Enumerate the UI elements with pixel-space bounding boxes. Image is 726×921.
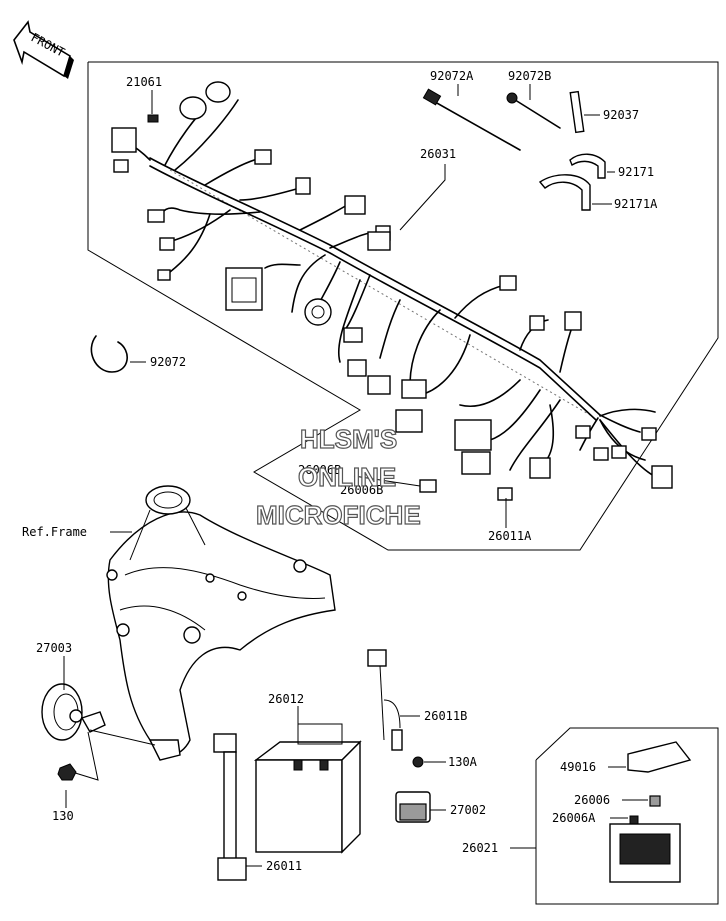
connector xyxy=(641,427,657,441)
connector xyxy=(295,177,311,195)
callout-92072A: 92072A xyxy=(430,69,474,83)
fuse-26006A xyxy=(629,815,639,825)
connector-26011A xyxy=(497,487,513,501)
fuse-26006 xyxy=(649,795,661,807)
connector xyxy=(159,237,175,251)
connector xyxy=(651,465,673,489)
callout-92072: 92072 xyxy=(150,355,186,369)
watermark-line-3: MICROFICHE xyxy=(256,500,421,530)
connector xyxy=(395,409,423,433)
connector-26006B xyxy=(419,479,437,493)
callout-26012: 26012 xyxy=(268,692,304,706)
main-harness-trunk xyxy=(149,157,601,421)
callout-26011: 26011 xyxy=(266,859,302,873)
frame-ref xyxy=(106,485,336,761)
battery-26012 xyxy=(253,723,362,854)
callout-92171A: 92171A xyxy=(614,197,658,211)
leader-lines xyxy=(63,84,648,867)
connector xyxy=(347,359,367,377)
relay-27002 xyxy=(395,791,431,823)
callout-130A: 130A xyxy=(448,755,478,769)
callout-92037: 92037 xyxy=(603,108,639,122)
callout-26011B: 26011B xyxy=(424,709,467,723)
band-92072A xyxy=(427,97,521,151)
connector xyxy=(254,149,272,165)
cable-26011B xyxy=(367,649,403,751)
connector xyxy=(564,311,582,331)
front-arrow-icon: FRONT xyxy=(13,20,74,79)
clamp-92171A xyxy=(538,174,591,211)
bulb-socket xyxy=(179,96,207,120)
callout-labels: 21061 92072A 92072B 92037 26031 92171 92… xyxy=(22,69,658,873)
connector xyxy=(529,315,545,331)
connector xyxy=(529,457,551,479)
harness-panel-outline xyxy=(87,61,719,551)
callout-49016: 49016 xyxy=(560,760,596,774)
connector-block xyxy=(111,127,137,153)
connector xyxy=(113,159,129,173)
watermark-line-2: ONLINE xyxy=(298,462,396,492)
callout-27002: 27002 xyxy=(450,803,486,817)
clamp-parts xyxy=(90,88,606,373)
bolt-130A xyxy=(412,756,424,768)
clamp-92171 xyxy=(569,153,606,179)
callout-26006: 26006 xyxy=(574,793,610,807)
callout-26006B-b: 26006B xyxy=(340,483,383,497)
relay-box xyxy=(225,267,263,311)
callout-21061: 21061 xyxy=(126,75,162,89)
clamp-92037 xyxy=(569,90,585,134)
harness-connectors xyxy=(111,81,673,501)
connector xyxy=(593,447,609,461)
connector-block xyxy=(454,419,492,451)
connector xyxy=(343,327,363,343)
callout-26006A: 26006A xyxy=(552,811,596,825)
connector xyxy=(575,425,591,439)
callout-27003: 27003 xyxy=(36,641,72,655)
watermark: HLSM'S ONLINE MICROFICHE xyxy=(255,423,421,530)
callout-26006B-a: 26006B xyxy=(298,463,341,477)
connector xyxy=(147,209,165,223)
watermark-line-1: HLSM'S xyxy=(300,424,397,454)
callout-130: 130 xyxy=(52,809,74,823)
bulb-socket xyxy=(205,81,231,103)
connector xyxy=(611,445,627,459)
connector xyxy=(499,275,517,291)
ref-frame-label: Ref.Frame xyxy=(22,525,87,539)
fuse-21061 xyxy=(147,114,159,123)
callout-26011A: 26011A xyxy=(488,529,532,543)
connector xyxy=(461,451,491,475)
connector xyxy=(367,375,391,395)
callout-26031: 26031 xyxy=(420,147,456,161)
callout-92072B: 92072B xyxy=(508,69,551,83)
connector xyxy=(157,269,171,281)
round-sensor xyxy=(304,298,332,326)
fuse-box-inset xyxy=(535,727,719,905)
connector xyxy=(401,379,427,399)
horn-27003 xyxy=(41,683,156,781)
fuse-box-cover-49016 xyxy=(627,741,692,773)
callout-92171: 92171 xyxy=(618,165,654,179)
connector xyxy=(367,231,391,251)
band-92072B xyxy=(511,97,561,129)
cable-26011 xyxy=(213,733,247,881)
band-92072 xyxy=(90,335,128,373)
callout-26021: 26021 xyxy=(462,841,498,855)
connector xyxy=(344,195,366,215)
